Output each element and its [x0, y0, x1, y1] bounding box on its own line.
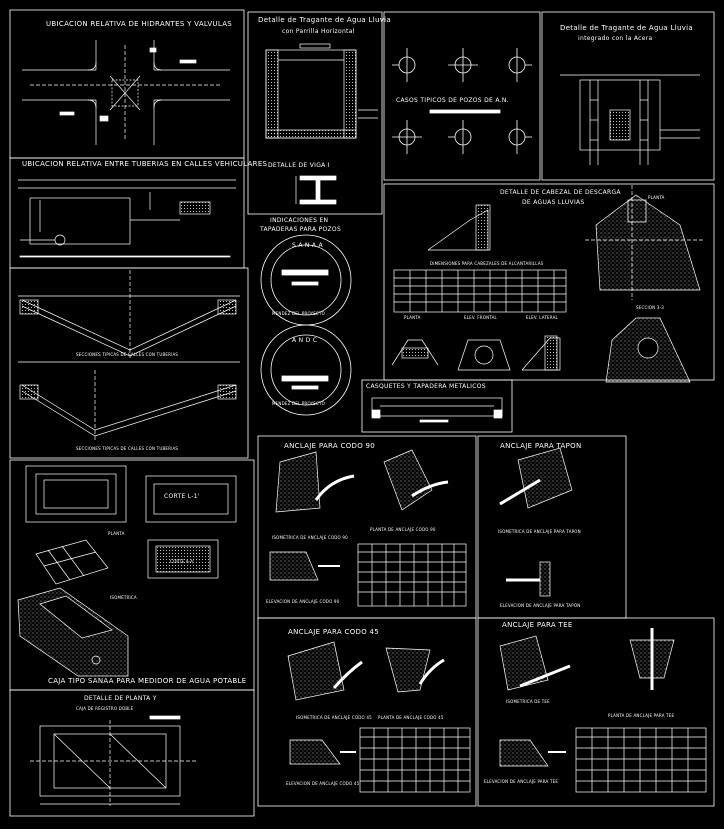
outfall-plan-label: PLANTA — [404, 315, 421, 320]
title-hydrants: UBICACION RELATIVA DE HIDRANTES Y VALVUL… — [46, 20, 233, 28]
title-sections-2: SECCIONES TIPICAS DE CALLES CON TUBERIAS — [76, 446, 179, 451]
elev-tee-label: ELEVACION DE ANCLAJE PARA TEE — [484, 779, 559, 784]
title-sections-1: SECCIONES TIPICAS DE CALLES CON TUBERIAS — [76, 352, 179, 357]
iso-cap-label: ISOMETRICA DE ANCLAJE PARA TAPON — [498, 529, 581, 534]
cover-ring-bottom-text: MENDEZ DEL PROYECTO — [272, 311, 325, 316]
meter-box-plan-label: PLANTA — [108, 531, 125, 536]
outfall-elev-frontal-label: ELEV. FRONTAL — [464, 315, 497, 320]
title-anchor-tee: ANCLAJE PARA TEE — [502, 621, 573, 629]
meter-box-drawing — [17, 465, 237, 677]
cover2-ring-top-text: A N D C — [292, 337, 318, 344]
cover-ring-top-text: S A N A A — [292, 242, 323, 249]
title-outfall: DETALLE DE CABEZAL DE DESCARGA — [500, 189, 621, 196]
outfall-headwall-drawing — [391, 185, 705, 383]
anchor-90-drawing — [269, 449, 467, 607]
outfall-dims-note: DIMENSIONES PARA CABEZALES DE ALCANTARIL… — [430, 261, 544, 266]
elev-90-label: ELEVACION DE ANCLAJE CODO 90 — [266, 599, 340, 604]
title-metal-cover: CASQUETES Y TAPADERA METALICOS — [366, 383, 486, 390]
subtitle-storm-trap-curb: integrado con la Acera — [578, 35, 653, 42]
storm-trap-drawing — [265, 43, 378, 205]
subtitle-covers: TAPADERAS PARA POZOS — [260, 226, 342, 233]
meter-box-section-label: CORTE L-1' — [164, 493, 200, 500]
elev-cap-label: ELEVACION DE ANCLAJE PARA TAPON — [500, 603, 581, 608]
cover2-ring-bottom-text: MENDEZ DEL PROYECTO — [272, 401, 325, 406]
pipes-in-street-drawing — [18, 179, 236, 258]
plan-90-label: PLANTA DE ANCLAJE CODO 90 — [370, 527, 436, 532]
panel-frames — [9, 9, 715, 817]
subtitle-storm-trap: con Parrilla Horizontal — [282, 28, 355, 35]
plan-45-label: PLANTA DE ANCLAJE CODO 45 — [378, 715, 444, 720]
anchor-45-drawing — [287, 641, 471, 793]
title-anchor-90: ANCLAJE PARA CODO 90 — [284, 442, 376, 450]
iso-90-label: ISOMETRICA DE ANCLAJE CODO 90 — [272, 535, 348, 540]
manhole-types-drawing — [392, 48, 532, 154]
iso-45-label: ISOMETRICA DE ANCLAJE CODO 45 — [296, 715, 372, 720]
title-storm-trap: Detalle de Tragante de Agua Lluvia — [258, 16, 392, 24]
outfall-section-label: SECCION 3-3 — [636, 305, 664, 310]
title-storm-trap-curb: Detalle de Tragante de Agua Lluvia — [560, 24, 694, 32]
title-covers: INDICACIONES EN — [270, 217, 329, 224]
title-plan-detail: DETALLE DE PLANTA Y — [84, 695, 157, 702]
plan-tee-label: PLANTA DE ANCLAJE PARA TEE — [608, 713, 675, 718]
elev-45-label: ELEVACION DE ANCLAJE CODO 45 — [286, 781, 360, 786]
meter-box-iso-label: ISOMETRICA — [110, 595, 137, 600]
title-meter-box: CAJA TIPO SANAA PARA MEDIDOR DE AGUA POT… — [48, 677, 247, 685]
outfall-cone-plan-label: PLANTA — [648, 195, 665, 200]
street-sections-drawing — [18, 270, 240, 440]
hydrant-intersection-drawing — [22, 40, 230, 145]
meter-box-section-a-label: CORTE A-A' — [170, 559, 195, 564]
title-pipes: UBICACION RELATIVA ENTRE TUBERIAS EN CAL… — [22, 160, 268, 168]
plan-detail-drawing — [30, 715, 196, 806]
anchor-cap-drawing — [499, 447, 573, 597]
outfall-elev-lateral-label: ELEV. LATERAL — [526, 315, 558, 320]
anchor-tee-drawing — [499, 628, 707, 793]
title-beam: DETALLE DE VIGA I — [268, 162, 330, 169]
title-anchor-cap: ANCLAJE PARA TAPON — [500, 442, 582, 450]
iso-tee-label: ISOMETRICA DE TEE — [506, 699, 550, 704]
manhole-covers-drawing — [260, 234, 352, 416]
title-manhole-types: CASOS TIPICOS DE POZOS DE A.N. — [396, 97, 509, 104]
storm-trap-curb-drawing — [560, 74, 700, 165]
metal-cover-drawing — [371, 397, 503, 423]
subtitle-plan-detail: CAJA DE REGISTRO DOBLE — [76, 706, 134, 711]
title-anchor-45: ANCLAJE PARA CODO 45 — [288, 628, 380, 636]
subtitle-outfall: DE AGUAS LLUVIAS — [522, 199, 585, 206]
